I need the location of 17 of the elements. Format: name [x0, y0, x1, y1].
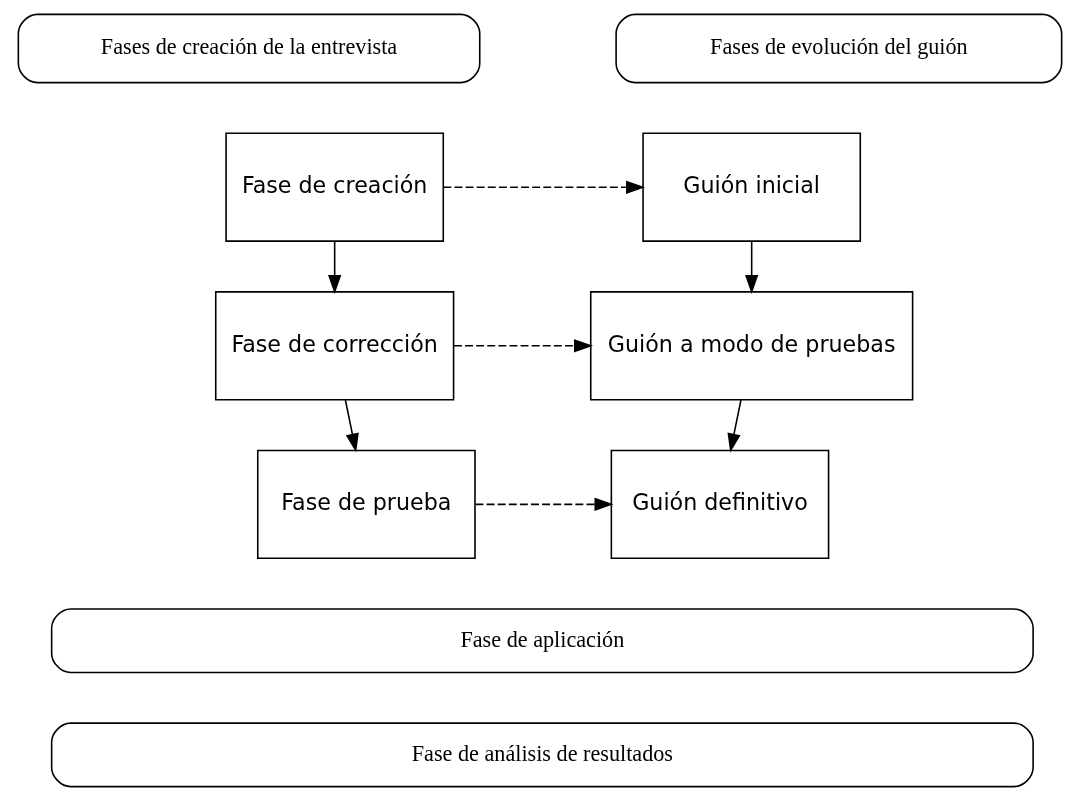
arrow	[453, 339, 594, 353]
node-box: Fase de creación	[225, 132, 445, 242]
node-box: Guión a modo de pruebas	[589, 291, 914, 401]
node-box: Guión inicial	[642, 132, 862, 242]
arrow	[344, 399, 359, 453]
node-box: Fases de creación de la entrevista	[17, 13, 481, 84]
arrow	[745, 240, 759, 295]
node-box: Fase de aplicación	[50, 608, 1034, 674]
arrow	[328, 240, 342, 295]
node-box: Fase de análisis de resultados	[50, 722, 1034, 788]
node-box: Fase de corrección	[214, 291, 455, 401]
node-box: Fases de evolución del guión	[615, 13, 1063, 84]
arrow	[474, 497, 614, 512]
node-box: Guión definitivo	[610, 449, 830, 560]
arrow	[442, 180, 646, 194]
arrow	[727, 399, 742, 453]
node-box: Fase de prueba	[256, 449, 476, 560]
